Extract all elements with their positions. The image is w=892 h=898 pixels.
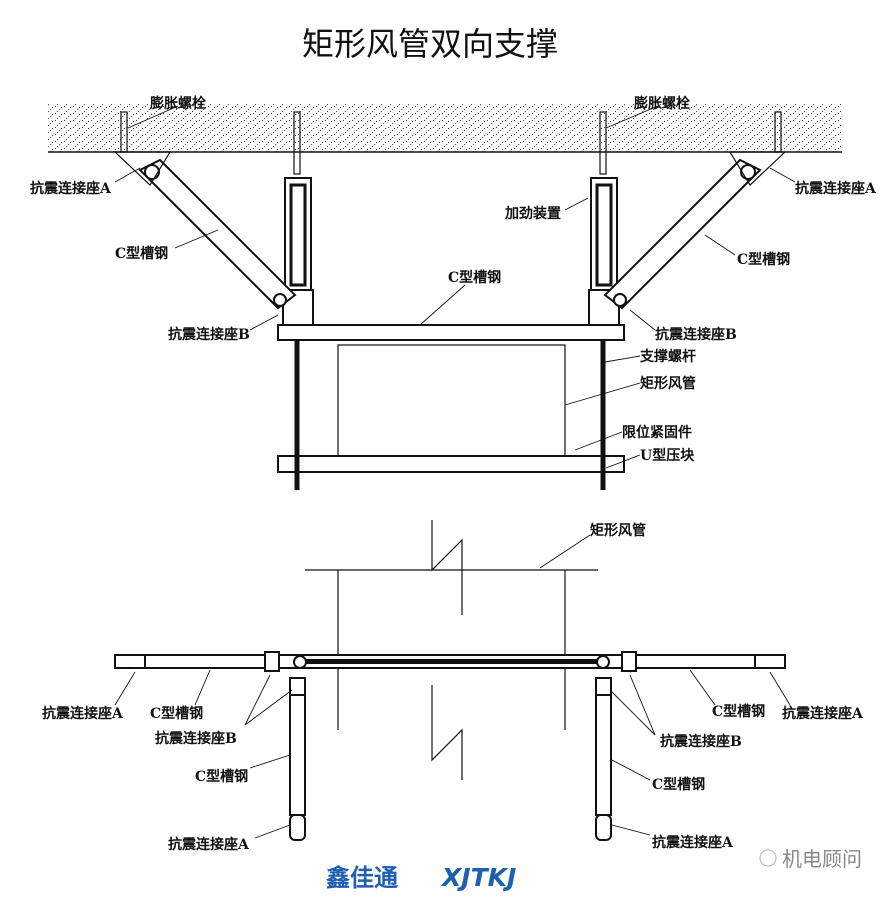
label-seat-b-left: 抗震连接座B: [168, 326, 250, 343]
label-plan-seat-b-right: 抗震连接座B: [660, 733, 742, 750]
label-seat-a-left: 抗震连接座A: [30, 180, 112, 197]
bottom-channel: [277, 455, 625, 473]
label-channel-left: C型槽钢: [115, 245, 168, 262]
label-seat-a-right: 抗震连接座A: [795, 180, 877, 197]
wechat-icon: [759, 849, 777, 867]
label-plan-seat-a-right-v: 抗震连接座A: [652, 834, 734, 851]
diagram-title: 矩形风管双向支撑: [302, 25, 558, 63]
label-support-rod: 支撑螺杆: [639, 348, 696, 365]
vertical-channel-left: [289, 694, 306, 816]
label-u-clamp: U型压块: [640, 447, 695, 464]
label-plan-seat-b-left: 抗震连接座B: [155, 730, 237, 747]
vertical-channel-right: [595, 694, 612, 816]
label-plan-channel-left-v: C型槽钢: [195, 768, 248, 785]
elevation-view: 膨胀螺栓 膨胀螺栓 抗震连接座A 抗震连接座A C型槽钢 C型槽钢 C型槽钢 加…: [30, 95, 877, 490]
concrete-slab: [48, 103, 842, 152]
brand-logo-cn: 鑫佳通: [326, 864, 398, 892]
label-expansion-bolt-left: 膨胀螺栓: [150, 95, 206, 112]
top-channel: [277, 324, 625, 341]
label-plan-channel-left-h: C型槽钢: [150, 705, 203, 722]
label-seat-b-right: 抗震连接座B: [655, 326, 737, 343]
label-channel-right: C型槽钢: [737, 251, 790, 268]
stiffener-left: [282, 177, 314, 326]
break-line-bottom: [431, 685, 463, 780]
label-plan-channel-right-v: C型槽钢: [652, 776, 705, 793]
diagonal-channel-right: [603, 151, 787, 310]
break-line-top: [431, 520, 463, 615]
label-plan-channel-right-h: C型槽钢: [712, 703, 765, 720]
label-plan-seat-a-left-h: 抗震连接座A: [42, 705, 124, 722]
label-duct: 矩形风管: [640, 375, 696, 392]
brand-logo-en: XJTKJ: [440, 863, 516, 892]
watermark: 机电顾问: [782, 847, 862, 871]
plan-view: 矩形风管 抗震连接座A C型槽钢 抗震连接座B C型槽钢 抗震连接座A C型槽钢…: [42, 520, 864, 853]
label-stiffener: 加劲装置: [504, 205, 561, 222]
label-expansion-bolt-right: 膨胀螺栓: [634, 95, 690, 112]
duct-section: [337, 344, 566, 457]
label-channel-top: C型槽钢: [448, 269, 501, 286]
label-plan-duct: 矩形风管: [590, 522, 646, 539]
diagonal-channel-left: [113, 151, 297, 310]
label-plan-seat-a-left-v: 抗震连接座A: [168, 836, 250, 853]
label-limit-fastener: 限位紧固件: [622, 424, 692, 441]
label-plan-seat-a-right-h: 抗震连接座A: [782, 705, 864, 722]
